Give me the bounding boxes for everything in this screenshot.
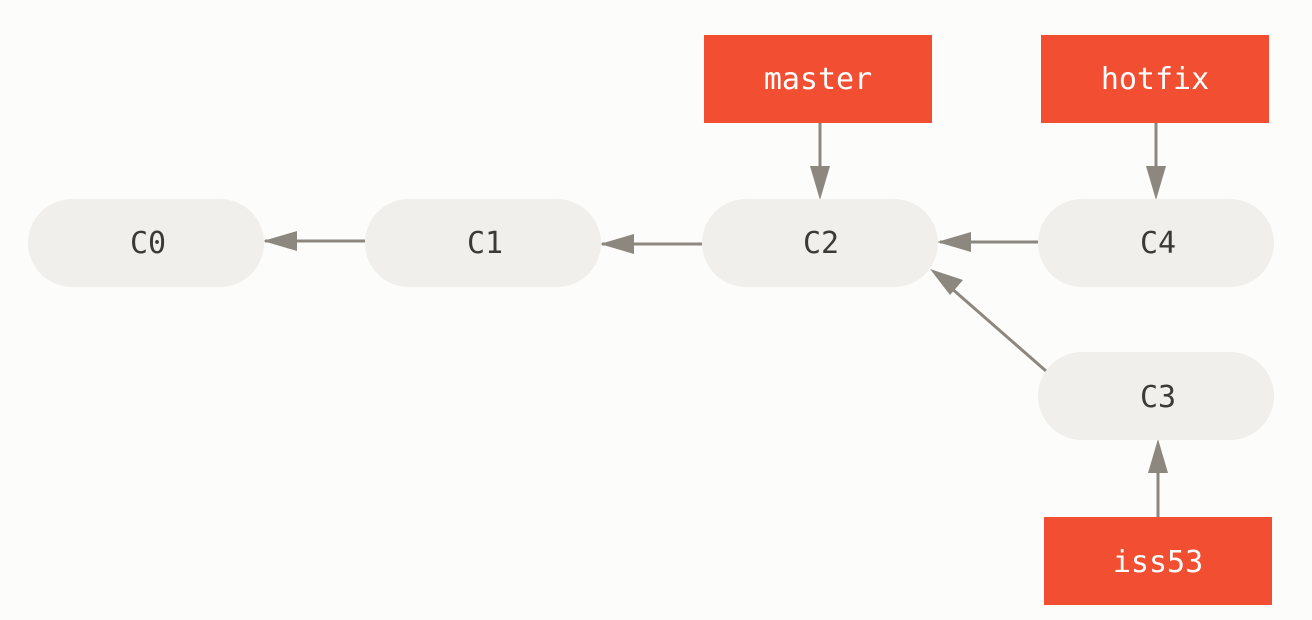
- arrowhead-hotfix-to-c4: [1146, 166, 1166, 200]
- arrowhead-c4-to-c2: [937, 232, 971, 252]
- commit-node: [1038, 352, 1274, 440]
- commit-c1: C1: [365, 199, 601, 287]
- commit-node: [28, 199, 264, 287]
- arrowhead-c3-to-c2: [930, 269, 963, 295]
- commit-label: C0: [130, 226, 166, 261]
- branch-box: [1041, 35, 1269, 123]
- commit-node: [365, 199, 601, 287]
- arrowhead-master-to-c2: [810, 166, 830, 200]
- branch-label: master: [764, 62, 872, 97]
- branch-label: iss53: [1113, 545, 1203, 580]
- commit-c4: C4: [1038, 199, 1274, 287]
- arrow-c3-to-c2: [949, 285, 1047, 373]
- branch-iss53: iss53: [1044, 517, 1272, 605]
- arrowhead-c2-to-c1: [600, 234, 634, 254]
- commit-node: [1038, 199, 1274, 287]
- commit-label: C1: [467, 226, 503, 261]
- branch-box: [1044, 517, 1272, 605]
- commit-label: C2: [803, 226, 839, 261]
- commit-label: C3: [1140, 380, 1176, 415]
- arrowhead-c1-to-c0: [263, 231, 297, 251]
- parent-links: [263, 231, 1047, 373]
- arrowhead-iss53-to-c3: [1148, 439, 1168, 473]
- branch-pointers: [810, 122, 1168, 518]
- branch-box: [704, 35, 932, 123]
- commit-label: C4: [1140, 226, 1176, 261]
- commit-c0: C0: [28, 199, 264, 287]
- branch-label: hotfix: [1101, 62, 1209, 97]
- commit-c3: C3: [1038, 352, 1274, 440]
- branch-hotfix: hotfix: [1041, 35, 1269, 123]
- commit-node: [702, 199, 938, 287]
- commit-c2: C2: [702, 199, 938, 287]
- branch-master: master: [704, 35, 932, 123]
